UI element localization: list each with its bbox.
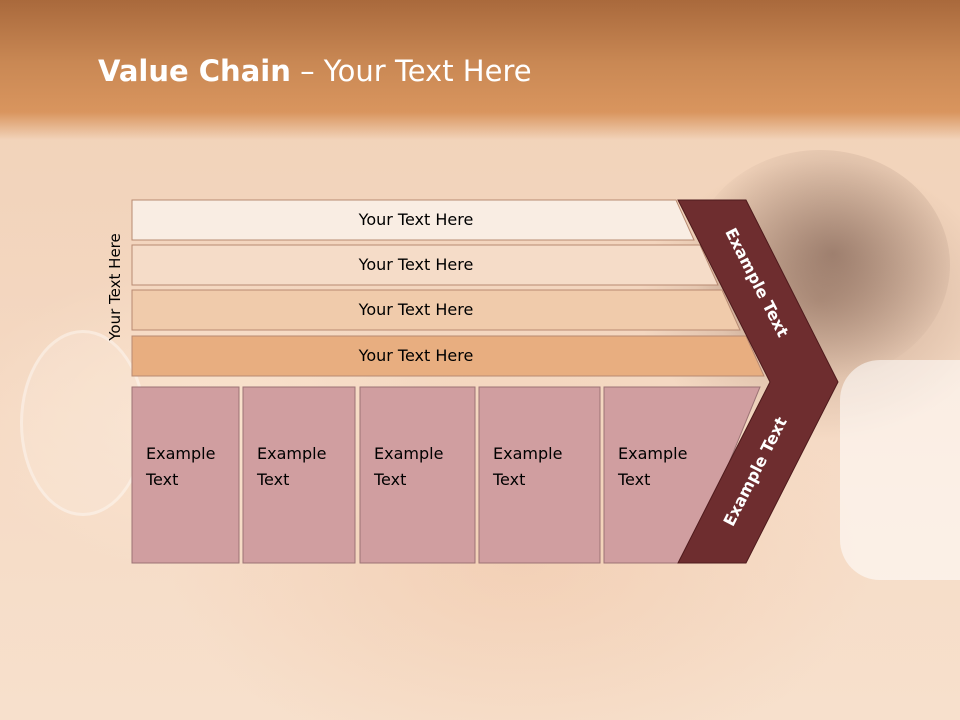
primary-box-line1: Example (146, 444, 215, 463)
support-row (131, 199, 695, 241)
reflection-line2: Text (617, 639, 650, 658)
reflection-line1: Example (374, 665, 443, 684)
primary-box-line1: Example (493, 444, 562, 463)
reflection-line2: Text (145, 639, 178, 658)
support-row-label: Your Text Here (358, 300, 474, 319)
title-bold: Value Chain (98, 54, 291, 88)
reflection-line2: Text (256, 639, 289, 658)
chevron-arrow (677, 199, 839, 564)
reflection-line2: Text (373, 639, 406, 658)
primary-box-line1: Example (257, 444, 326, 463)
primary-box-line2: Text (256, 470, 289, 489)
reflection-line1: Example (618, 665, 687, 684)
background-cup-shape (20, 330, 146, 516)
primary-box-line1: Example (618, 444, 687, 463)
primary-box (131, 386, 240, 564)
slide-title: Value Chain – Your Text Here (98, 54, 532, 88)
support-row (131, 289, 741, 331)
primary-box (359, 386, 476, 564)
reflection-chevron (678, 565, 825, 720)
support-row (131, 335, 765, 377)
primary-box-line2: Text (617, 470, 650, 489)
title-rest: – Your Text Here (290, 54, 532, 88)
reflection-line1: Example (493, 665, 562, 684)
primary-box-line2: Text (145, 470, 178, 489)
primary-box (242, 386, 356, 564)
reflection-line1: Example (257, 665, 326, 684)
support-row-label: Your Text Here (358, 346, 474, 365)
primary-box (478, 386, 601, 564)
reflection-line2: Text (492, 639, 525, 658)
support-row (131, 244, 719, 286)
primary-box-line1: Example (374, 444, 443, 463)
support-row-label: Your Text Here (358, 255, 474, 274)
primary-box-line2: Text (492, 470, 525, 489)
reflection-box (478, 564, 601, 720)
reflection-box (359, 564, 476, 720)
reflection-box (131, 564, 240, 720)
support-row-label: Your Text Here (358, 210, 474, 229)
background-towel-shape (840, 360, 960, 580)
reflection-box (242, 564, 356, 720)
header-band (0, 0, 960, 140)
reflection-line1: Example (146, 665, 215, 684)
primary-box-line2: Text (373, 470, 406, 489)
